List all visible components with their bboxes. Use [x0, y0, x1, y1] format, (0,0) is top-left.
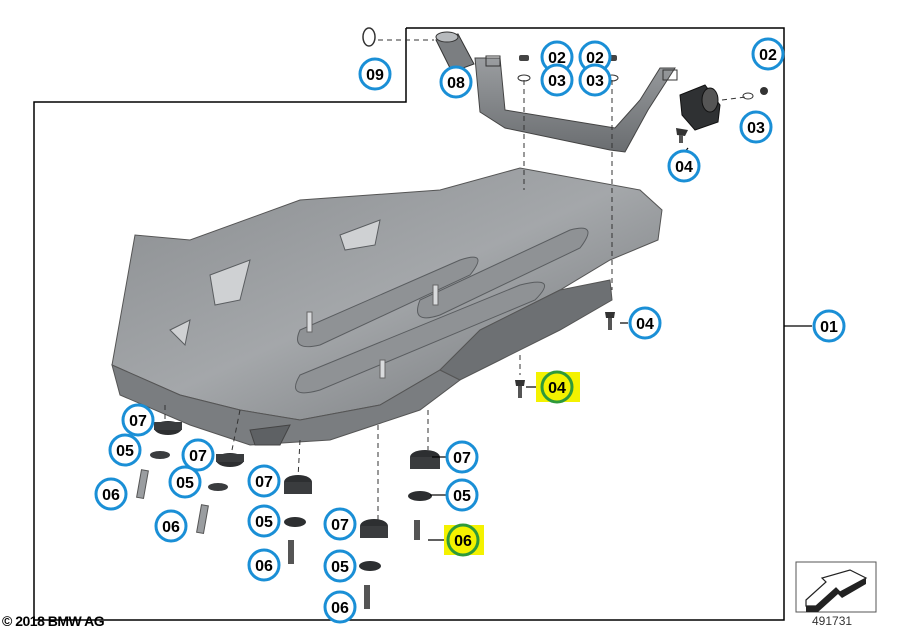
callout-ring: [540, 63, 574, 97]
callout-ring: [168, 465, 202, 499]
callout-ring: [812, 309, 846, 343]
assembly-frame: [33, 27, 785, 621]
callout-ring: [94, 477, 128, 511]
callout-label: 07: [129, 413, 147, 430]
callout-label: 06: [454, 533, 472, 550]
callout-label: 04: [636, 316, 654, 333]
callout-01: 01: [812, 309, 846, 343]
callout-label: 04: [675, 159, 693, 176]
callout-ring: [739, 110, 773, 144]
callout-08: 08: [439, 65, 473, 99]
callout-ring: [445, 440, 479, 474]
callout-label: 02: [759, 47, 777, 64]
callout-05: 05: [168, 465, 202, 499]
o-ring: [362, 27, 376, 47]
rubber-mount: [679, 84, 768, 131]
copyright-text: © 2018 BMW AG: [2, 613, 105, 629]
callout-label: 02: [548, 50, 566, 67]
damper-stacks: [136, 421, 440, 609]
callout-05: 05: [445, 478, 479, 512]
spacer-sleeve: [435, 31, 475, 73]
callout-label: 06: [331, 600, 349, 617]
callout-06: 06: [446, 523, 480, 557]
callout-07: 07: [247, 464, 281, 498]
callout-ring: [121, 403, 155, 437]
assembly-guides: [164, 39, 747, 520]
callout-ring: [358, 57, 392, 91]
callout-06: 06: [154, 509, 188, 543]
callout-04: 04: [540, 370, 574, 404]
reference-arrow-icon: [795, 561, 877, 613]
callout-ring: [540, 370, 574, 404]
callout-ring: [247, 548, 281, 582]
callout-ring: [247, 504, 281, 538]
callout-06: 06: [94, 477, 128, 511]
callout-06: 06: [323, 590, 357, 624]
callout-ring: [323, 549, 357, 583]
callout-label: 05: [453, 488, 471, 505]
callout-07: 07: [121, 403, 155, 437]
callout-label: 07: [189, 448, 207, 465]
callout-03: 03: [578, 63, 612, 97]
callout-03: 03: [540, 63, 574, 97]
callout-label: 05: [331, 559, 349, 576]
callout-05: 05: [247, 504, 281, 538]
callout-06: 06: [247, 548, 281, 582]
callout-label: 05: [116, 443, 134, 460]
callout-ring: [578, 63, 612, 97]
skid-plate: [111, 167, 663, 446]
callout-ring: [667, 149, 701, 183]
callout-04: 04: [667, 149, 701, 183]
callout-label: 03: [747, 120, 765, 137]
callout-label: 01: [820, 319, 838, 336]
callout-label: 06: [162, 519, 180, 536]
reference-number: 491731: [812, 614, 853, 628]
callout-ring: [445, 478, 479, 512]
callout-ring: [439, 65, 473, 99]
callout-ring: [154, 509, 188, 543]
callout-label: 06: [255, 558, 273, 575]
callout-label: 08: [447, 75, 465, 92]
callout-ring: [108, 433, 142, 467]
mounting-bracket: [474, 55, 678, 153]
callout-label: 03: [586, 73, 604, 90]
callout-04: 04: [628, 306, 662, 340]
callout-label: 05: [176, 475, 194, 492]
callout-label: 02: [586, 50, 604, 67]
callouts: 09 08 02 02 03 03 02 03 04 04 01 04 07 05 07 05 06 06 07 05…: [94, 37, 846, 624]
callout-05: 05: [323, 549, 357, 583]
callout-07: 07: [445, 440, 479, 474]
callout-02: 02: [751, 37, 785, 71]
callout-label: 07: [331, 517, 349, 534]
callout-label: 05: [255, 514, 273, 531]
callout-label: 07: [453, 450, 471, 467]
callout-03: 03: [739, 110, 773, 144]
callout-label: 03: [548, 73, 566, 90]
callout-ring: [446, 523, 480, 557]
callout-label: 04: [548, 380, 566, 397]
callout-ring: [323, 507, 357, 541]
callout-label: 06: [102, 487, 120, 504]
callout-09: 09: [358, 57, 392, 91]
callout-label: 09: [366, 67, 384, 84]
callout-label: 07: [255, 474, 273, 491]
callout-ring: [181, 438, 215, 472]
callout-ring: [628, 306, 662, 340]
callout-07: 07: [323, 507, 357, 541]
callout-07: 07: [181, 438, 215, 472]
callout-05: 05: [108, 433, 142, 467]
callout-ring: [247, 464, 281, 498]
callout-ring: [323, 590, 357, 624]
callout-ring: [751, 37, 785, 71]
